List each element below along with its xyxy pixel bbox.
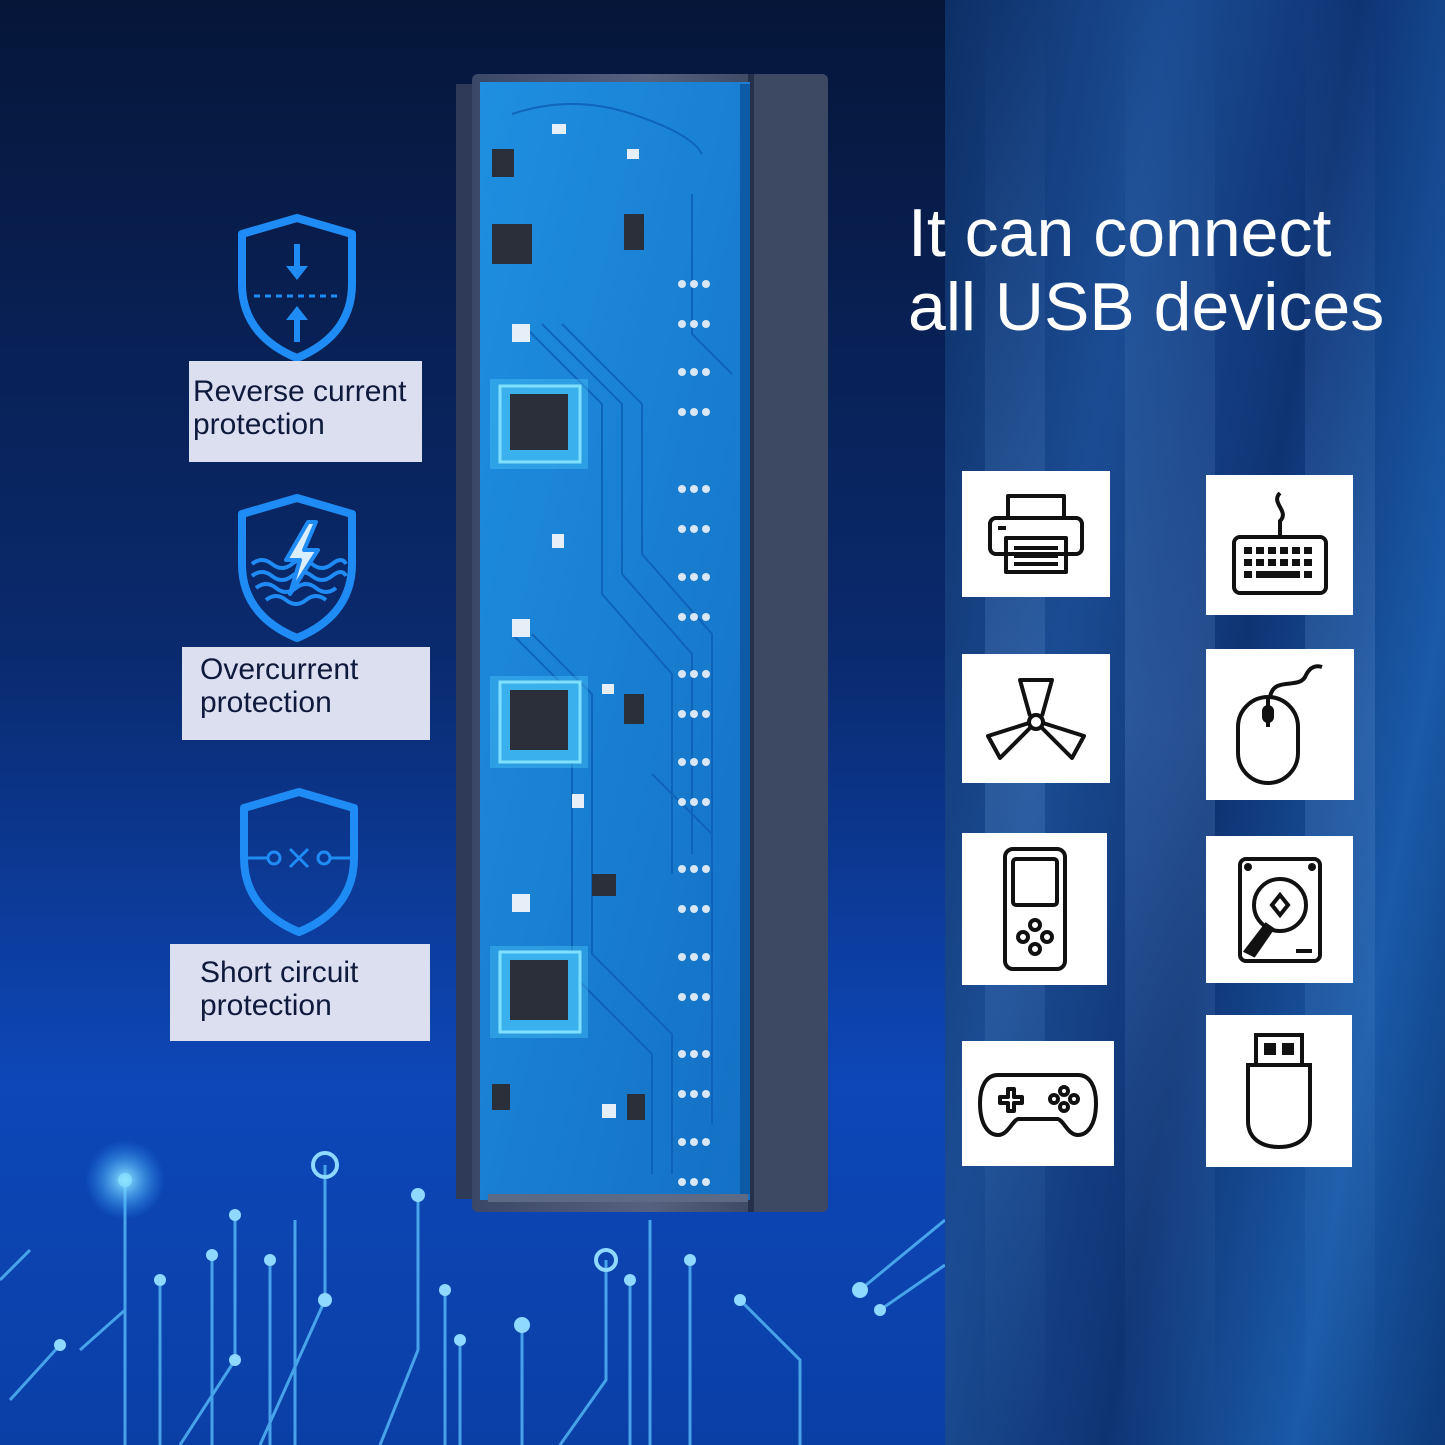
reverse-current-shield-icon [238,214,356,362]
printer-tile [962,471,1110,597]
headline: It can connect all USB devices [908,196,1438,344]
keyboard-tile [1206,475,1353,615]
headline-line-1: It can connect [908,195,1332,271]
media-player-tile [962,833,1107,985]
overcurrent-shield-icon [238,494,356,642]
mouse-tile [1206,649,1354,800]
overcurrent-label: Overcurrent protection [182,647,430,740]
printer-icon [988,494,1084,574]
reverse-current-label: Reverse current protection [189,361,422,462]
fan-tile [962,654,1110,783]
short-circuit-label: Short circuit protection [170,944,430,1041]
hard-drive-tile [1206,836,1353,983]
hard-drive-icon [1237,856,1322,963]
media-player-icon [1002,847,1067,971]
keyboard-icon [1231,491,1328,595]
usb-drive-icon [1246,1033,1312,1150]
circuit-background-graphic [0,1140,945,1445]
gamepad-icon [978,1072,1098,1137]
mouse-icon [1236,663,1323,785]
usb-hub-pcb-image [456,74,828,1212]
usb-drive-tile [1206,1015,1352,1167]
headline-line-2: all USB devices [908,269,1385,345]
short-circuit-shield-icon [240,788,358,936]
gamepad-tile [962,1041,1114,1166]
fan-icon [986,677,1086,760]
